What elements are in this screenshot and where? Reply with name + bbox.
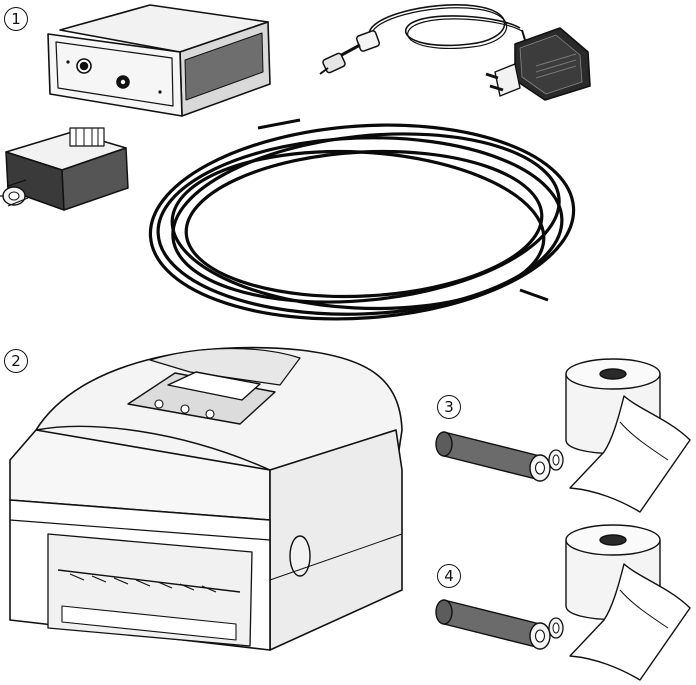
marker-2: 2 xyxy=(3,348,29,374)
marker-ring xyxy=(4,349,28,373)
marker-ring xyxy=(4,7,28,31)
marker-4: 4 xyxy=(436,563,462,589)
marker-2-number: 2 xyxy=(11,352,21,370)
marker-ring xyxy=(437,395,461,419)
marker-1: 1 xyxy=(3,6,29,32)
marker-1-number: 1 xyxy=(11,10,21,28)
marker-4-number: 4 xyxy=(444,567,454,585)
marker-3: 3 xyxy=(436,394,462,420)
marker-ring xyxy=(437,564,461,588)
marker-3-number: 3 xyxy=(444,398,454,416)
